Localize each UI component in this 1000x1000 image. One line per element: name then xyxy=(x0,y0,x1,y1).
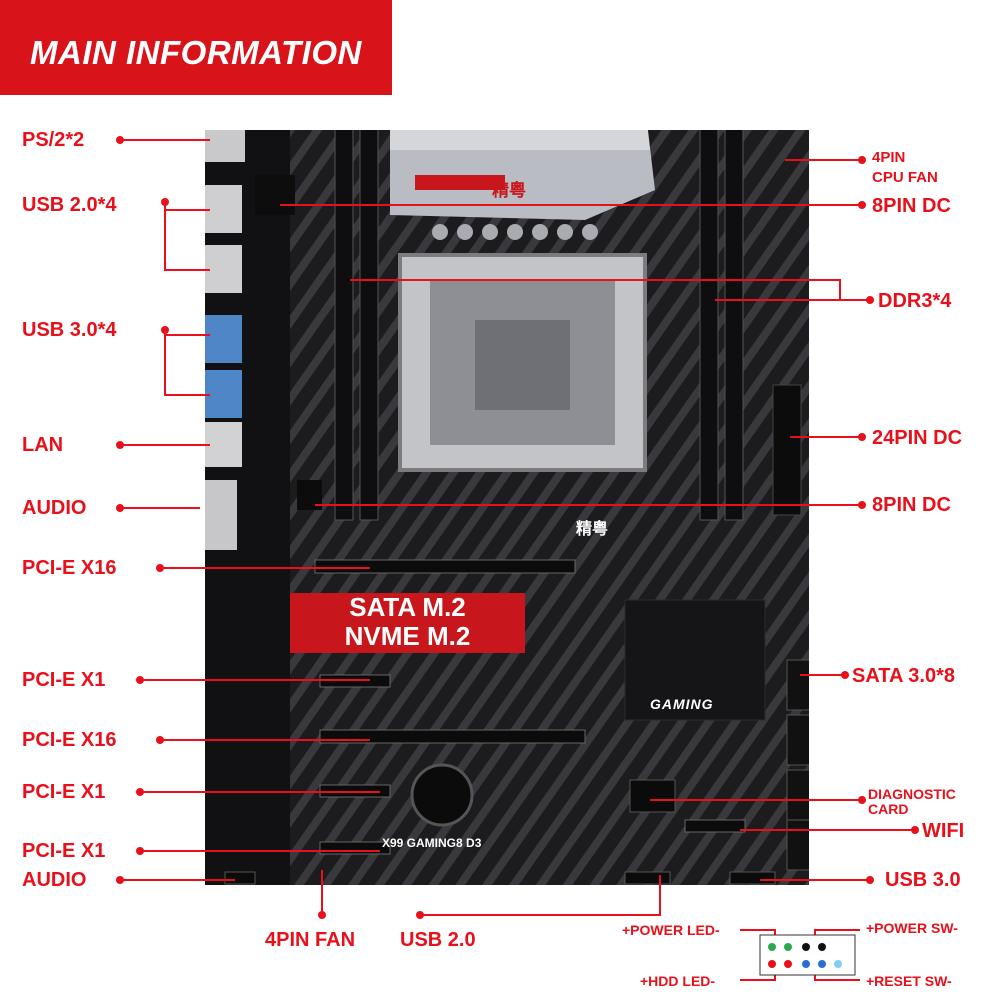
chipset-label: GAMING xyxy=(650,696,714,712)
dimm-slot-a1 xyxy=(334,130,354,521)
usb20-header xyxy=(624,871,671,885)
label-reset-sw: +RESET SW- xyxy=(866,973,952,989)
board-model: X99 GAMING8 D3 xyxy=(382,836,482,850)
cmos-battery xyxy=(410,763,474,827)
page-title: MAIN INFORMATION xyxy=(30,34,362,71)
label-audio-rear: AUDIO xyxy=(22,497,87,519)
capacitor-row xyxy=(432,224,598,240)
label-24pin-dc: 24PIN DC xyxy=(872,427,963,449)
label-pcie-x16-1: PCI-E X16 xyxy=(22,557,117,579)
label-diagnostic-line1: DIAGNOSTIC xyxy=(868,786,956,802)
sata-ports-1 xyxy=(786,659,809,711)
sata-ports-4 xyxy=(786,819,809,871)
label-4pin-fan: 4PIN FAN xyxy=(265,929,356,951)
label-pcie-x1-3: PCI-E X1 xyxy=(22,840,106,862)
diagnostic-display xyxy=(629,779,676,813)
label-pcie-x1-2: PCI-E X1 xyxy=(22,781,106,803)
label-pcie-x1-1: PCI-E X1 xyxy=(22,669,106,691)
label-audio-front: AUDIO xyxy=(22,869,87,891)
label-power-led: +POWER LED- xyxy=(622,922,720,938)
label-lan: LAN xyxy=(22,434,64,456)
motherboard-image xyxy=(205,130,809,885)
usb20-port-stack-2 xyxy=(205,245,242,293)
label-wifi: WIFI xyxy=(922,820,965,842)
label-ddr3: DDR3*4 xyxy=(878,290,952,312)
label-cpu-fan-line2: CPU FAN xyxy=(872,169,938,186)
label-usb20-rear: USB 2.0*4 xyxy=(22,194,117,216)
label-diagnostic-line2: CARD xyxy=(868,801,909,817)
label-usb20-header: USB 2.0 xyxy=(400,929,476,951)
m2-badge-line1: SATA M.2 xyxy=(349,592,466,622)
pcie-x16-slot-1 xyxy=(314,559,576,574)
title-banner: MAIN INFORMATION xyxy=(0,0,392,95)
vrm-heatsink xyxy=(390,130,655,220)
dimm-slot-b1 xyxy=(699,130,719,521)
audio-jacks xyxy=(205,480,237,550)
label-usb30-rear: USB 3.0*4 xyxy=(22,319,117,341)
m2-badge: SATA M.2 NVME M.2 xyxy=(290,593,525,653)
lan-port xyxy=(205,422,242,467)
label-hdd-led: +HDD LED- xyxy=(640,973,716,989)
dimm-slot-a2 xyxy=(359,130,379,521)
label-power-sw: +POWER SW- xyxy=(866,920,958,936)
pcie-x16-slot-2 xyxy=(319,729,586,744)
label-8pin-dc-top: 8PIN DC xyxy=(872,195,951,217)
m2-badge-line2: NVME M.2 xyxy=(344,621,471,651)
label-usb30-header: USB 3.0 xyxy=(885,869,961,891)
usb30-port-stack-1 xyxy=(205,315,242,363)
chipset-heatsink xyxy=(624,599,766,721)
label-cpu-fan-line1: 4PIN xyxy=(872,149,906,166)
front-panel-header-diagram xyxy=(759,934,856,976)
cpu-8pin-connector xyxy=(255,175,295,215)
usb20-port-stack-1 xyxy=(205,185,242,233)
label-8pin-dc-mid: 8PIN DC xyxy=(872,494,951,516)
label-pcie-x16-2: PCI-E X16 xyxy=(22,729,117,751)
sata-ports-2 xyxy=(786,714,809,766)
usb30-port-stack-2 xyxy=(205,370,242,418)
atx-24pin-connector xyxy=(772,384,802,516)
ps2-port xyxy=(205,130,245,162)
label-ps2: PS/2*2 xyxy=(22,129,85,151)
brand-logo-top: 精粤 xyxy=(492,181,526,200)
brand-logo-mid: 精粤 xyxy=(576,521,609,538)
dimm-slot-b2 xyxy=(724,130,744,521)
label-sata: SATA 3.0*8 xyxy=(852,665,955,687)
wifi-m2-slot xyxy=(684,819,746,833)
